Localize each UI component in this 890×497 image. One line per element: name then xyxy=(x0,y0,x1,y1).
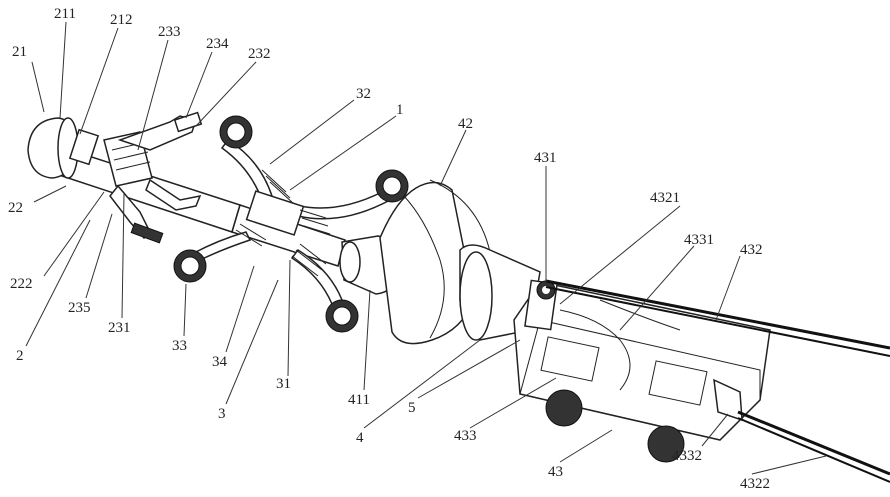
label-32: 32 xyxy=(356,86,371,102)
label-33: 33 xyxy=(172,338,187,354)
label-222: 222 xyxy=(10,276,33,292)
label-433: 433 xyxy=(454,428,477,444)
label-211: 211 xyxy=(54,6,76,22)
label-232: 232 xyxy=(248,46,271,62)
label-4321: 4321 xyxy=(650,190,680,206)
label-212: 212 xyxy=(110,12,133,28)
label-432: 432 xyxy=(740,242,763,258)
label-231: 231 xyxy=(108,320,131,336)
label-4332: 4332 xyxy=(672,448,702,464)
label-235: 235 xyxy=(68,300,91,316)
label-4322: 4322 xyxy=(740,476,770,492)
label-4331: 4331 xyxy=(684,232,714,248)
label-22: 22 xyxy=(8,200,23,216)
label-1: 1 xyxy=(396,102,404,118)
label-2: 2 xyxy=(16,348,24,364)
label-431: 431 xyxy=(534,150,557,166)
label-42: 42 xyxy=(458,116,473,132)
label-31: 31 xyxy=(276,376,291,392)
label-34: 34 xyxy=(212,354,228,370)
front-clamp xyxy=(104,113,201,243)
label-21: 21 xyxy=(12,44,27,60)
label-43: 43 xyxy=(548,464,563,480)
label-4: 4 xyxy=(356,430,364,446)
label-233: 233 xyxy=(158,24,181,40)
label-234: 234 xyxy=(206,36,229,52)
label-3: 3 xyxy=(218,406,226,422)
rear-carriage-43 xyxy=(514,280,770,462)
label-5: 5 xyxy=(408,400,416,416)
label-411: 411 xyxy=(348,392,370,408)
